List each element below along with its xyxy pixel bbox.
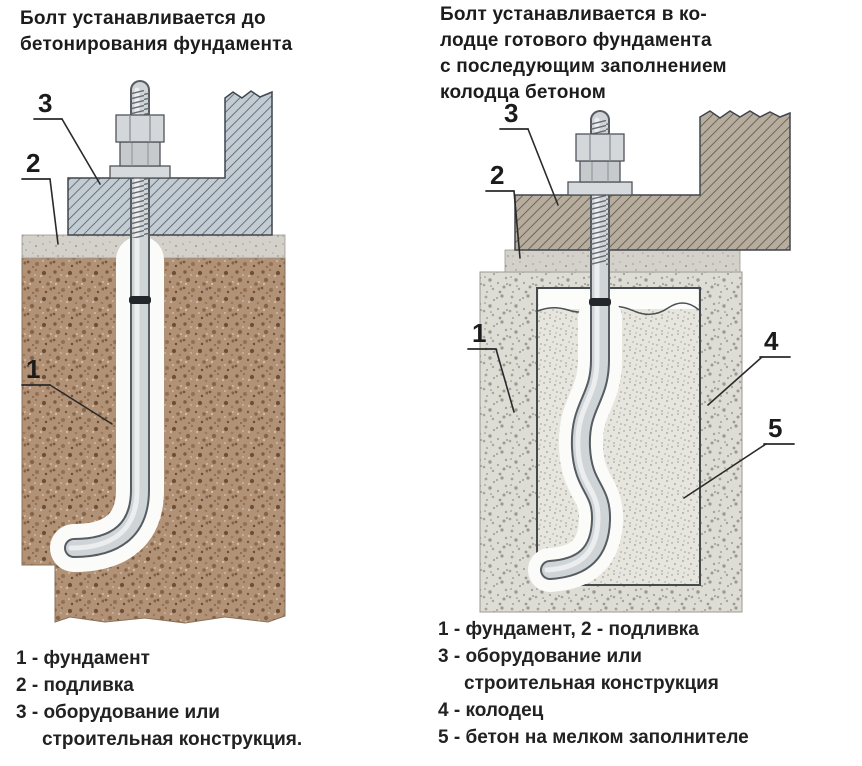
right-bolt-weld-band: [589, 298, 611, 306]
right-callout-1: 1: [472, 318, 486, 348]
left-diagram: 3 2 1: [21, 80, 286, 624]
right-title-line-4: колодца бетоном: [440, 82, 606, 103]
left-legend-line-2: 2 - подливка: [16, 675, 134, 696]
right-hex-nut: [575, 133, 625, 162]
right-title-line-1: Болт устанавливается в ко-: [440, 4, 707, 25]
right-legend-line-3: строительная конструкция: [464, 673, 719, 694]
right-callout-4: 4: [764, 326, 779, 356]
right-grout-layer: [504, 249, 741, 273]
right-washer: [567, 181, 633, 196]
left-hex-nut: [115, 114, 165, 143]
right-equipment-plate: [514, 110, 791, 251]
right-lock-nut: [579, 160, 621, 183]
right-callout-3: 3: [504, 98, 518, 128]
right-callout-2: 2: [490, 160, 504, 190]
right-well-air-gap: [538, 289, 699, 309]
left-legend-line-4: строительная конструкция.: [42, 729, 303, 750]
left-title-line-1: Болт устанавливается до: [20, 8, 266, 29]
left-callout-3: 3: [38, 88, 52, 118]
left-anchor-bolt: [64, 80, 171, 558]
left-legend-line-1: 1 - фундамент: [16, 648, 150, 669]
left-callouts: 3 2 1: [21, 88, 113, 425]
left-title-line-2: бетонирования фундамента: [20, 34, 293, 55]
left-bolt-weld-band: [129, 296, 151, 304]
left-equipment-plate: [67, 90, 273, 236]
right-legend-line-5: 5 - бетон на мелком заполнителе: [438, 727, 749, 748]
right-legend-line-1: 1 - фундамент, 2 - подливка: [438, 619, 699, 640]
right-anchor-bolt: [540, 110, 633, 580]
right-title-line-2: лодце готового фундамента: [440, 30, 712, 51]
right-legend: 1 - фундамент, 2 - подливка 3 - оборудов…: [438, 616, 749, 751]
left-callout-1: 1: [26, 354, 40, 384]
left-callout-2: 2: [26, 148, 40, 178]
left-legend-line-3: 3 - оборудование или: [16, 702, 220, 723]
left-title: Болт устанавливается до бетонирования фу…: [20, 6, 292, 58]
right-legend-line-4: 4 - колодец: [438, 700, 544, 721]
right-title-line-3: с последующим заполнением: [440, 56, 727, 77]
right-diagram: 3 2 1 4 5: [467, 98, 795, 613]
left-lock-nut: [119, 141, 161, 167]
right-callout-5: 5: [768, 413, 782, 443]
right-title: Болт устанавливается в ко- лодце готовог…: [440, 2, 727, 106]
left-legend: 1 - фундамент 2 - подливка 3 - оборудова…: [16, 645, 302, 753]
right-callouts: 3 2 1 4 5: [467, 98, 795, 499]
right-legend-line-2: 3 - оборудование или: [438, 646, 642, 667]
left-washer: [109, 165, 171, 179]
